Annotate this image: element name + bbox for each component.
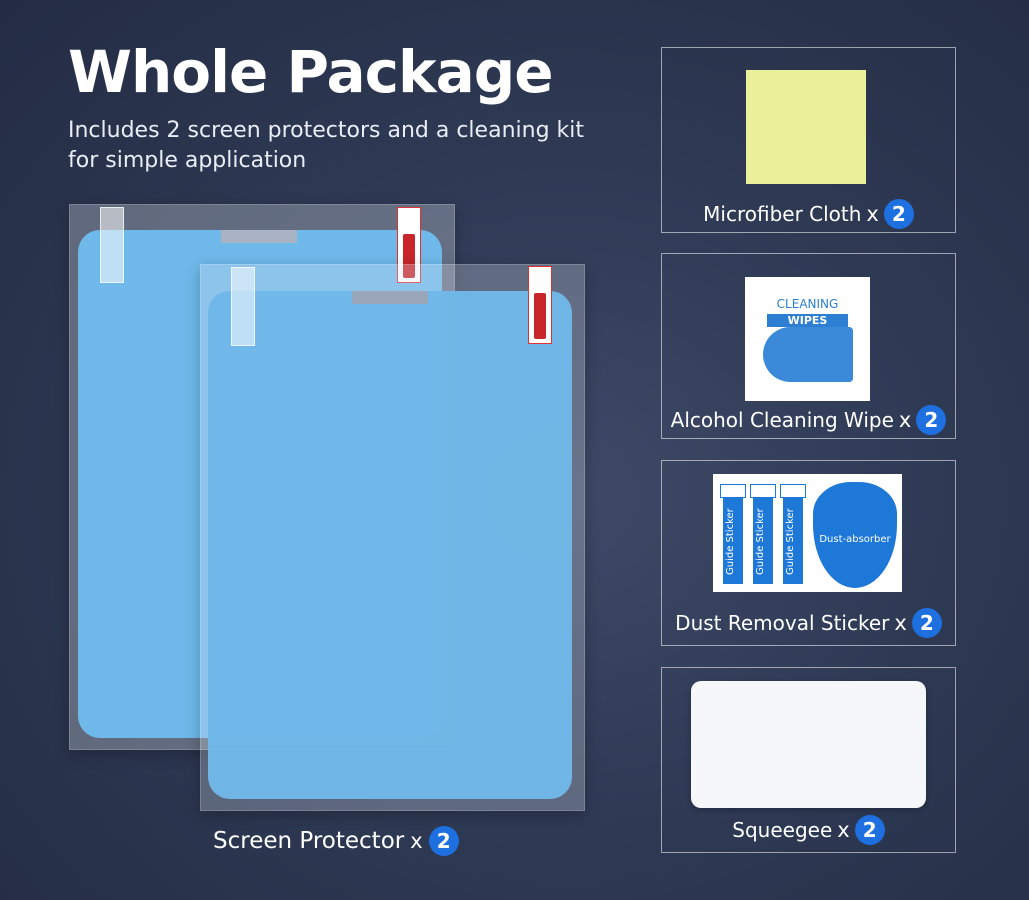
screen-protector-label: Screen Protector [213,828,405,854]
quantity-badge: 2 [883,199,914,229]
protector-tab-front [231,267,255,346]
page-subtitle: Includes 2 screen protectors and a clean… [68,118,585,173]
protector-notch-front [352,291,428,304]
item-caption: Dust Removal Sticker x 2 [662,608,955,638]
protector-notch-back [221,230,297,243]
quantity-badge: 2 [911,608,942,638]
dust-absorber: Dust-absorber [813,482,897,588]
quantity-x: x [898,408,912,432]
protector-front-label [528,266,552,344]
guide-sticker: Guide Sticker [750,484,776,584]
squeegee-image [691,681,926,808]
quantity-x: x [866,202,879,226]
protector-back-label [397,207,421,283]
item-caption: Alcohol Cleaning Wipe x 2 [662,405,955,435]
item-label: Dust Removal Sticker [675,611,890,635]
cleaning-wipe-image: CLEANING WIPES [745,277,870,401]
quantity-badge: 2 [428,826,459,856]
item-label: Squeegee [732,818,833,842]
quantity-x: x [837,818,850,842]
item-label: Alcohol Cleaning Wipe [670,408,894,432]
quantity-x: x [410,829,423,853]
wipe-hand-illustration [763,327,853,382]
guide-sticker: Guide Sticker [720,484,746,584]
item-card-microfiber-cloth: Microfiber Cloth x 2 [661,47,956,233]
item-card-dust-sticker: Guide Sticker Guide Sticker Guide Sticke… [661,460,956,646]
item-caption: Squeegee x 2 [662,815,955,845]
item-card-squeegee: Squeegee x 2 [661,667,956,853]
quantity-badge: 2 [916,405,947,435]
microfiber-cloth-image [746,70,866,184]
quantity-badge: 2 [854,815,885,845]
wipe-pack-subtitle: WIPES [767,314,848,327]
page-title: Whole Package [68,38,554,106]
item-card-alcohol-wipe: CLEANING WIPES Alcohol Cleaning Wipe x 2 [661,253,956,439]
quantity-x: x [894,611,907,635]
guide-sticker: Guide Sticker [780,484,806,584]
wipe-pack-title: CLEANING [776,297,839,311]
dust-sticker-sheet-image: Guide Sticker Guide Sticker Guide Sticke… [713,474,902,592]
protector-panel-front [208,291,572,799]
item-label: Microfiber Cloth [703,202,862,226]
item-caption: Microfiber Cloth x 2 [662,199,955,229]
protector-tab-back [100,207,124,283]
screen-protector-caption: Screen Protector x 2 [213,826,459,856]
